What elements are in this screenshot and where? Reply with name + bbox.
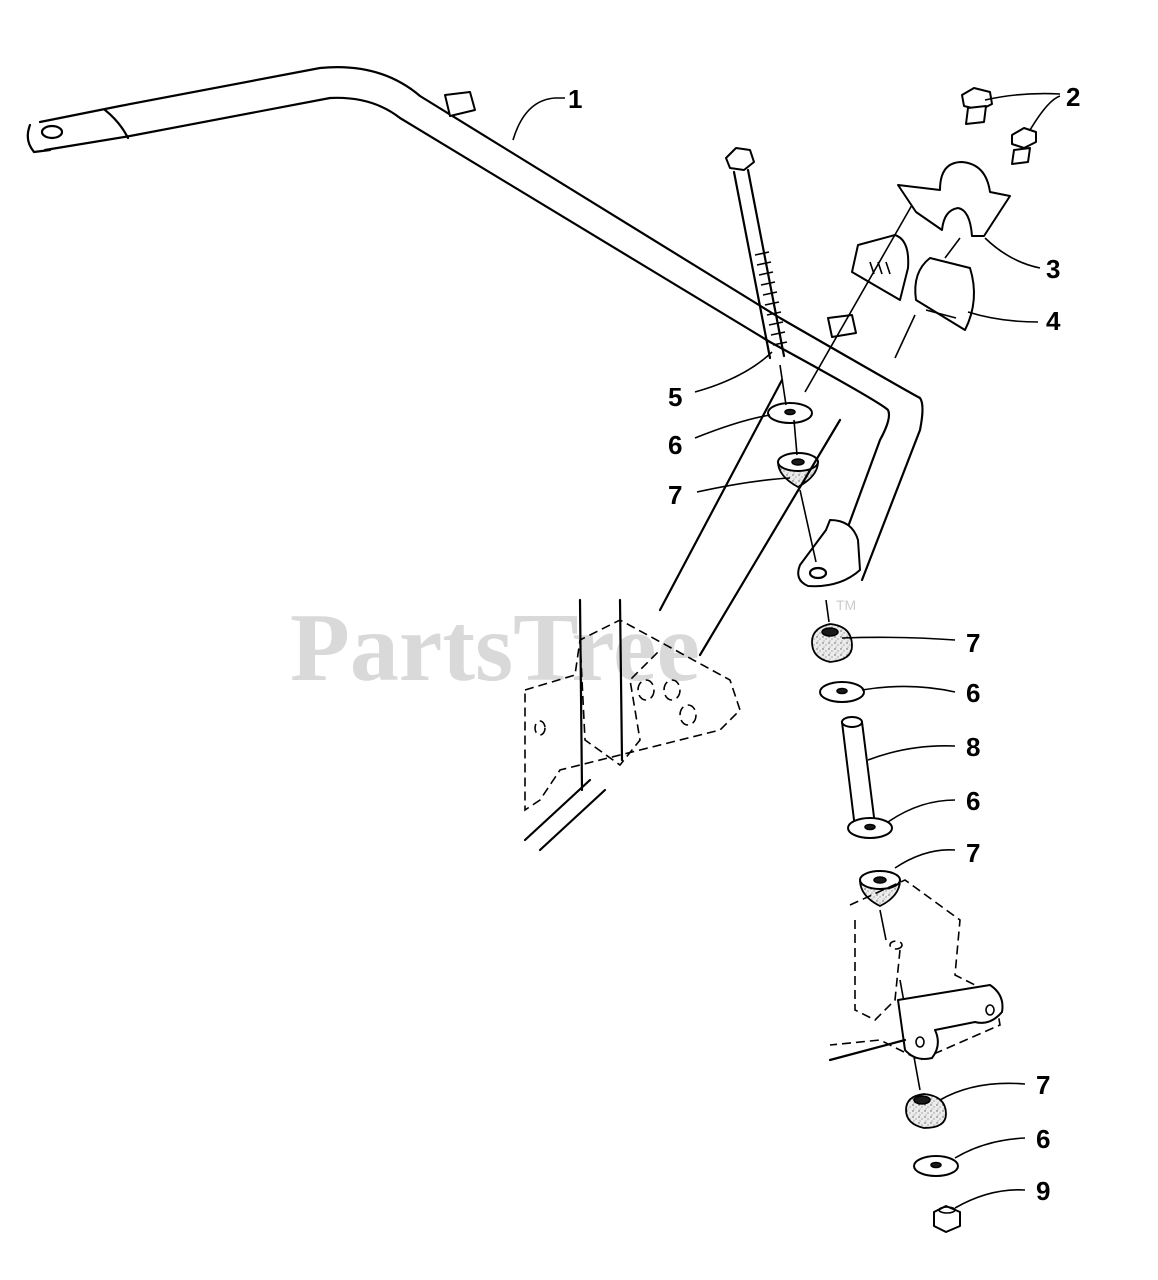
callout-7-upper: 7 [668, 480, 682, 510]
part-9-nut [933, 1205, 961, 1233]
callout-6-middle-lower: 6 [966, 786, 980, 816]
callout-6-bottom: 6 [1036, 1124, 1050, 1154]
leader-lines [512, 92, 1061, 1209]
callout-4: 4 [1046, 306, 1061, 336]
part-7-bumper-middle-upper [811, 623, 853, 663]
callout-1: 1 [568, 84, 582, 114]
callout-3: 3 [1046, 254, 1060, 284]
part-6-washer-bottom [913, 1155, 959, 1177]
watermark-text: PartsTree [290, 594, 700, 702]
callout-6-upper: 6 [668, 430, 682, 460]
callout-7-bottom: 7 [1036, 1070, 1050, 1100]
callout-7-middle-lower: 7 [966, 838, 980, 868]
callout-6-middle-upper: 6 [966, 678, 980, 708]
callout-5: 5 [668, 382, 682, 412]
part-6-washer-upper [767, 402, 813, 424]
assembly-alignment-lines [779, 204, 961, 1091]
part-3-clamp [897, 161, 1011, 237]
watermark-tm: TM [836, 597, 856, 613]
part-7-bumper-upper [777, 452, 819, 489]
part-6-washer-middle-upper [819, 681, 865, 703]
frame-phantom-upper [523, 378, 842, 852]
callout-9: 9 [1036, 1176, 1050, 1206]
part-7-bumper-middle-lower [859, 870, 901, 908]
callout-7-middle-upper: 7 [966, 628, 980, 658]
part-7-bumper-bottom [905, 1093, 947, 1129]
watermark: PartsTree TM [290, 594, 856, 702]
frame-phantom-lower [828, 879, 1004, 1062]
part-5-bolt [725, 147, 788, 360]
part-6-washer-middle-lower [847, 817, 893, 839]
part-8-spacer [841, 716, 876, 829]
callout-8: 8 [966, 732, 980, 762]
callout-labels: 1 2 3 4 5 6 7 7 6 8 6 7 7 6 9 [568, 82, 1080, 1206]
part-4-bushing [851, 234, 975, 331]
part-2-bolts [961, 87, 1037, 165]
callout-2: 2 [1066, 82, 1080, 112]
